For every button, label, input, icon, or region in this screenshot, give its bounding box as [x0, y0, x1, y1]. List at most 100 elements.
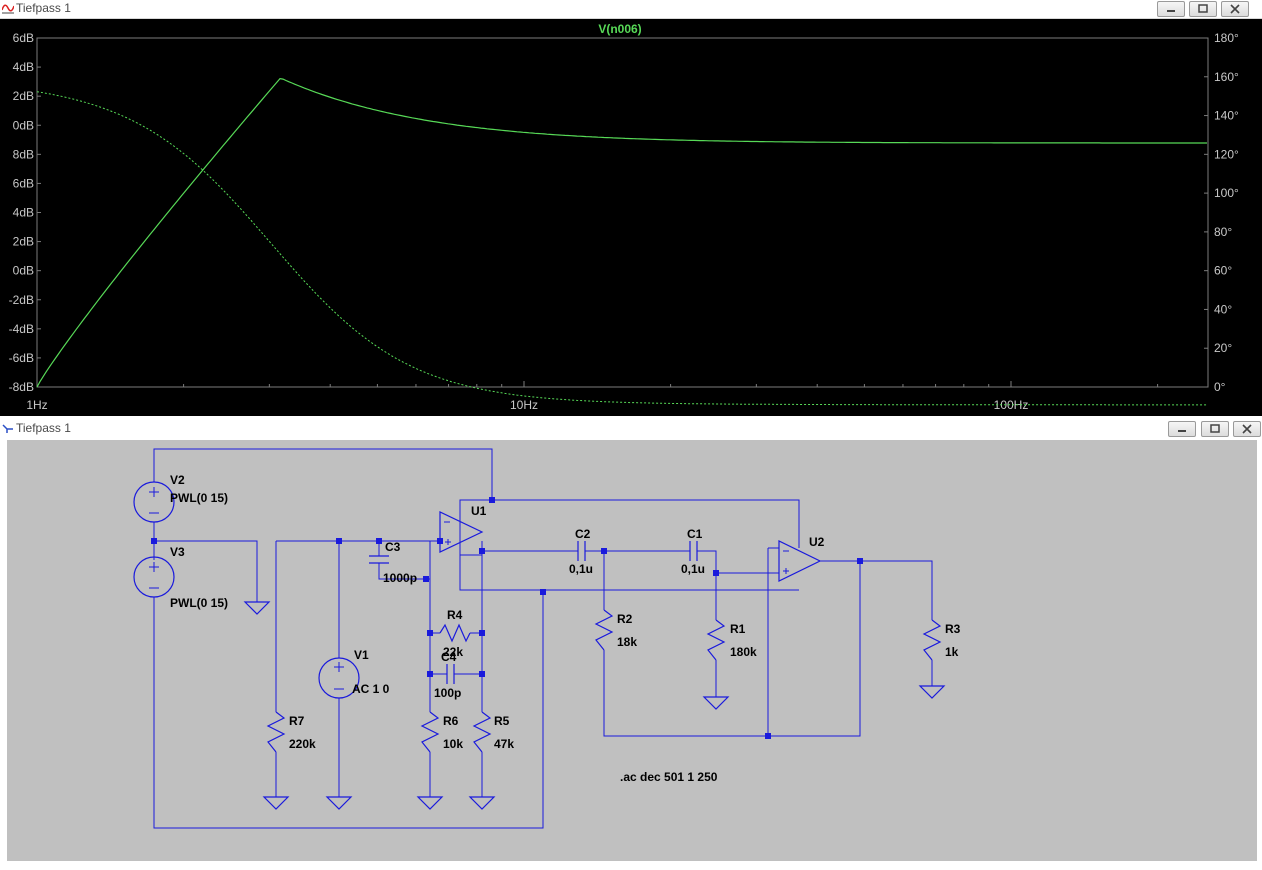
c1-value[interactable]: 0,1u — [681, 562, 705, 576]
schematic-window: Tiefpass 1 — [0, 420, 1262, 865]
minimize-button[interactable] — [1157, 1, 1185, 17]
r5-symbol — [472, 711, 492, 753]
restore-icon — [1198, 4, 1208, 13]
phase-trace[interactable] — [36, 91, 1207, 406]
r6-label[interactable]: R6 — [443, 714, 459, 728]
ground-symbol — [262, 796, 290, 810]
c4-symbol — [446, 664, 455, 684]
maximize-button[interactable] — [1201, 421, 1229, 437]
waveform-app-icon — [2, 4, 14, 14]
x-axis-label: 10Hz — [510, 398, 538, 412]
u1-label[interactable]: U1 — [471, 504, 487, 518]
r1-value[interactable]: 180k — [730, 645, 757, 659]
r3-symbol — [922, 619, 942, 661]
right-axis-label: 20° — [1214, 341, 1232, 355]
r6-value[interactable]: 10k — [443, 737, 463, 751]
left-axis-label: 2dB — [13, 235, 34, 249]
r4-value[interactable]: 22k — [443, 645, 463, 659]
schematic: V2 PWL(0 15) V3 PWL(0 15) V1 AC 1 0 U1 U… — [0, 438, 1262, 865]
right-axis-label: 0° — [1214, 380, 1226, 394]
junctions — [151, 497, 863, 739]
plot-window-title: Tiefpass 1 — [16, 1, 71, 15]
schematic-background — [7, 440, 1257, 861]
minimize-icon — [1178, 430, 1186, 432]
left-axis-label: -4dB — [9, 322, 34, 336]
r7-symbol — [266, 711, 286, 753]
ground-symbol — [468, 796, 496, 810]
right-axis-labels: 180°160°140°120°100°80°60°40°20°0° — [1214, 31, 1239, 394]
axis-ticks — [36, 37, 1208, 388]
schematic-window-title: Tiefpass 1 — [16, 421, 71, 435]
r2-symbol — [594, 609, 614, 651]
left-axis-label: 4dB — [13, 60, 34, 74]
right-axis-label: 160° — [1214, 70, 1239, 84]
wires — [153, 448, 933, 829]
spice-directive[interactable]: .ac dec 501 1 250 — [620, 770, 718, 784]
left-axis-label: 6dB — [13, 176, 34, 190]
left-axis-label: -6dB — [9, 351, 34, 365]
r4-label[interactable]: R4 — [447, 608, 463, 622]
r1-label[interactable]: R1 — [730, 622, 746, 636]
c1-label[interactable]: C1 — [687, 527, 703, 541]
left-axis-label: 8dB — [13, 147, 34, 161]
r1-symbol — [706, 619, 726, 661]
plot-window-titlebar[interactable]: Tiefpass 1 — [0, 0, 1262, 19]
v2-source-symbol — [133, 481, 175, 523]
right-axis-label: 180° — [1214, 31, 1239, 45]
c3-value[interactable]: 1000p — [383, 571, 417, 585]
magnitude-trace[interactable] — [36, 77, 1207, 388]
c3-label[interactable]: C3 — [385, 540, 401, 554]
r5-label[interactable]: R5 — [494, 714, 510, 728]
ground-symbol — [243, 601, 271, 615]
c2-label[interactable]: C2 — [575, 527, 591, 541]
close-button[interactable] — [1233, 421, 1261, 437]
right-axis-label: 120° — [1214, 147, 1239, 161]
components — [133, 481, 946, 810]
trace-label[interactable]: V(n006) — [598, 22, 641, 36]
r7-label[interactable]: R7 — [289, 714, 305, 728]
r4-symbol — [439, 623, 471, 643]
right-axis-label: 80° — [1214, 225, 1232, 239]
c2-symbol — [577, 541, 586, 561]
x-axis-label: 100Hz — [994, 398, 1029, 412]
minimize-button[interactable] — [1168, 421, 1196, 437]
r5-value[interactable]: 47k — [494, 737, 514, 751]
left-axis-label: 2dB — [13, 89, 34, 103]
left-axis-labels: 6dB4dB2dB0dB8dB6dB4dB2dB0dB-2dB-4dB-6dB-… — [9, 31, 34, 394]
left-axis-label: 4dB — [13, 206, 34, 220]
v1-label[interactable]: V1 — [354, 648, 369, 662]
r2-value[interactable]: 18k — [617, 635, 637, 649]
v2-label[interactable]: V2 — [170, 473, 185, 487]
u2-label[interactable]: U2 — [809, 535, 825, 549]
c4-label[interactable]: C4 — [441, 650, 457, 664]
restore-icon — [1210, 424, 1220, 433]
r7-value[interactable]: 220k — [289, 737, 316, 751]
x-axis-labels: 1Hz 10Hz 100Hz — [26, 398, 1028, 412]
r2-label[interactable]: R2 — [617, 612, 633, 626]
schematic-canvas[interactable]: V2 PWL(0 15) V3 PWL(0 15) V1 AC 1 0 U1 U… — [0, 438, 1262, 865]
close-button[interactable] — [1221, 1, 1249, 17]
close-icon — [1242, 424, 1252, 434]
v3-label[interactable]: V3 — [170, 545, 185, 559]
c2-value[interactable]: 0,1u — [569, 562, 593, 576]
v1-value[interactable]: AC 1 0 — [352, 682, 390, 696]
close-icon — [1230, 4, 1240, 14]
left-axis-label: -2dB — [9, 293, 34, 307]
schematic-window-titlebar[interactable]: Tiefpass 1 — [0, 420, 1262, 439]
u1-opamp-symbol — [439, 511, 484, 553]
v3-source-symbol — [133, 556, 175, 598]
left-axis-label: 6dB — [13, 31, 34, 45]
r3-value[interactable]: 1k — [945, 645, 959, 659]
u2-opamp-symbol — [778, 540, 822, 582]
v2-value[interactable]: PWL(0 15) — [170, 491, 228, 505]
c4-value[interactable]: 100p — [434, 686, 461, 700]
v3-value[interactable]: PWL(0 15) — [170, 596, 228, 610]
r3-label[interactable]: R3 — [945, 622, 961, 636]
left-axis-label: 0dB — [13, 118, 34, 132]
v1-source-symbol — [318, 657, 360, 699]
component-labels: V2 PWL(0 15) V3 PWL(0 15) V1 AC 1 0 U1 U… — [170, 473, 961, 784]
maximize-button[interactable] — [1189, 1, 1217, 17]
x-axis-label: 1Hz — [26, 398, 47, 412]
